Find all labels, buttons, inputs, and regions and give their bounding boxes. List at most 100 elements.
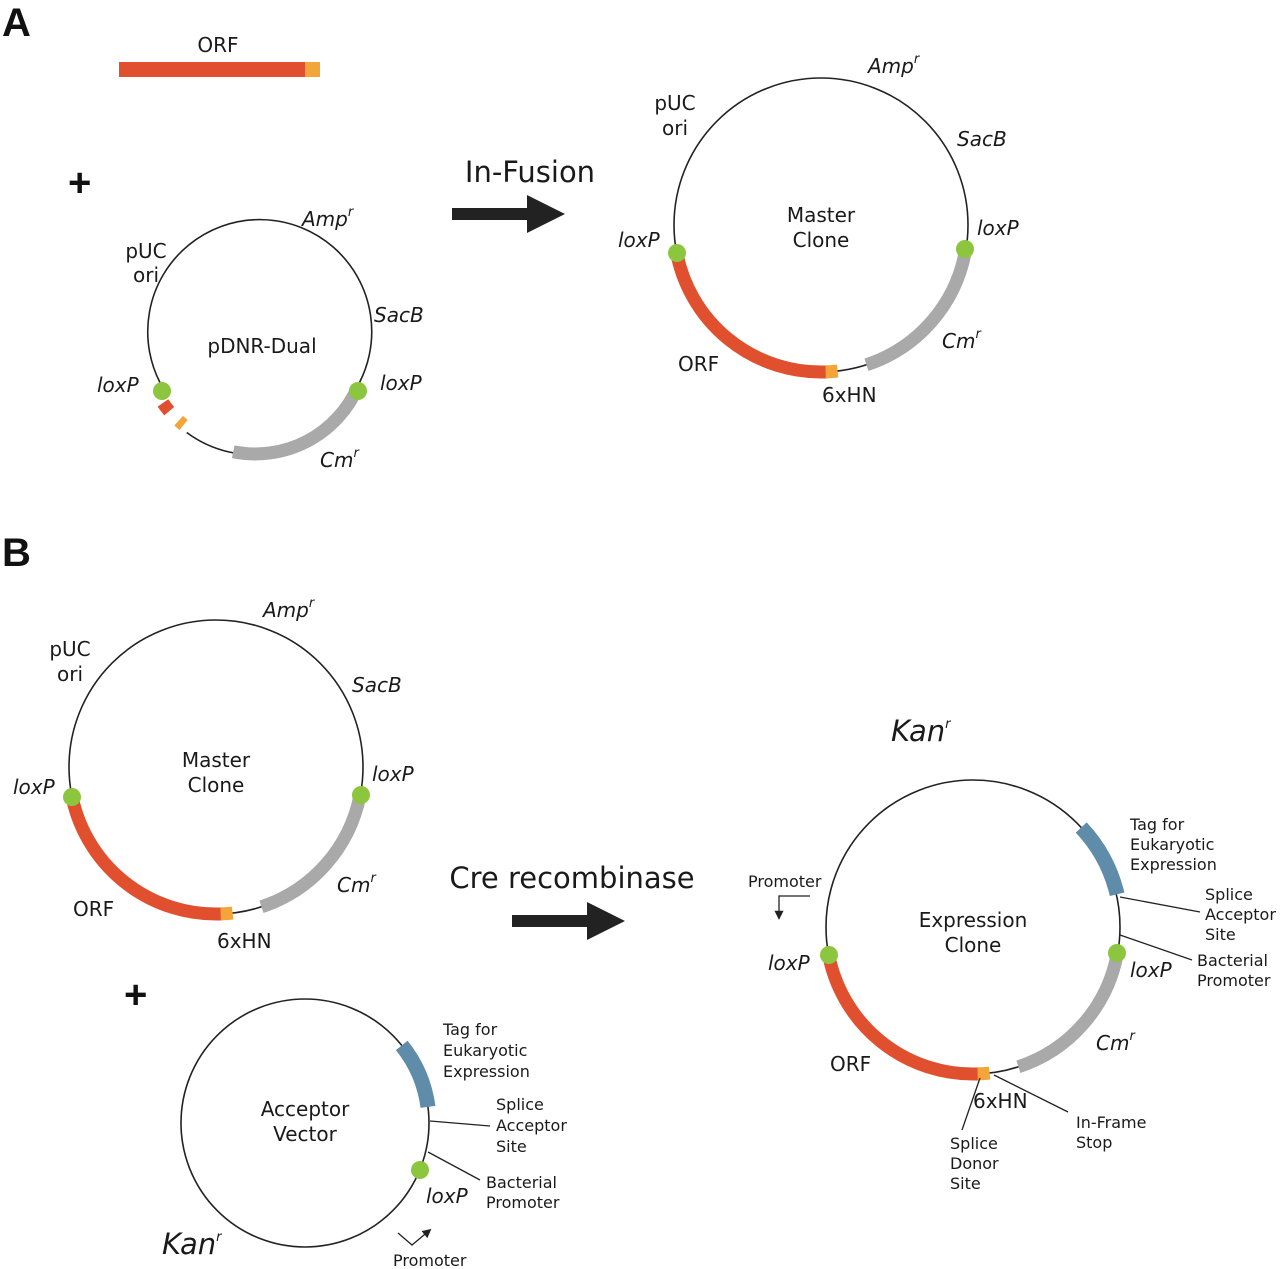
- pdnr-cm-label: Cmr: [320, 446, 360, 472]
- master-a-name-line1: Master: [787, 203, 856, 227]
- expression-tag-line2: Eukaryotic: [1130, 835, 1214, 854]
- master-b-orf-segment: [64, 790, 223, 921]
- expression-splice-line1: Splice: [1205, 885, 1253, 904]
- in-fusion-label: In-Fusion: [465, 155, 595, 189]
- acceptor-euk-tag-segment: [395, 1040, 436, 1109]
- expression-stop-leader: [993, 1074, 1069, 1113]
- expression-tag-segment: [977, 1066, 991, 1081]
- master-a-loxp-left-label: loxP: [618, 228, 661, 252]
- master-b-loxp-right-site: [352, 786, 370, 804]
- pdnr-orf-stub: [157, 399, 175, 416]
- expression-donor-leader: [961, 1077, 981, 1131]
- expression-loxp-left-label: loxP: [768, 951, 811, 975]
- expression-promoter-arrow: [774, 895, 810, 920]
- acceptor-backbone: [180, 998, 430, 1248]
- acceptor-vector: Acceptor Vector Tag for Eukaryotic Expre…: [162, 998, 567, 1269]
- panel-b-plus: +: [124, 973, 147, 1017]
- expression-bact-line1: Bacterial: [1197, 951, 1268, 970]
- acceptor-tag-line3: Expression: [443, 1062, 530, 1081]
- cre-recombinase-arrow: [512, 902, 625, 940]
- expression-orf-label: ORF: [830, 1052, 871, 1076]
- master-a-name-line2: Clone: [793, 228, 850, 252]
- panel-b-letter: B: [2, 531, 31, 575]
- master-a-loxp-right-label: loxP: [977, 216, 1020, 240]
- master-b-loxp-right-label: loxP: [372, 762, 415, 786]
- expression-orf-segment: [821, 950, 980, 1081]
- pdnr-loxp-left-site: [153, 382, 171, 400]
- linear-orf-bar: [119, 62, 309, 77]
- linear-orf-label: ORF: [197, 33, 238, 57]
- pdnr-cm-segment: [231, 384, 364, 461]
- master-b-sacb-label: SacB: [352, 673, 402, 697]
- master-b-puc-line2: ori: [57, 662, 83, 686]
- acceptor-loxp-label: loxP: [426, 1184, 469, 1208]
- pdnr-loxp-right-label: loxP: [380, 371, 423, 395]
- pdnr-tag-stub: [174, 415, 188, 430]
- master-a-puc-line2: ori: [662, 116, 688, 140]
- pdnr-name: pDNR-Dual: [207, 334, 316, 358]
- expression-cm-label: Cmr: [1096, 1029, 1136, 1055]
- master-a-cm-label: Cmr: [942, 327, 982, 353]
- cre-recombinase-label: Cre recombinase: [449, 861, 694, 895]
- in-fusion-arrow: [452, 195, 565, 233]
- acceptor-splice-line3: Site: [496, 1137, 527, 1156]
- pdnr-loxp-right-site: [349, 382, 367, 400]
- master-a-loxp-left-site: [668, 244, 686, 262]
- master-b-cm-label: Cmr: [337, 871, 377, 897]
- master-b-amp-label: Ampr: [261, 596, 316, 622]
- pdnr-dual-plasmid: pDNR-Dual Ampr pUC ori SacB loxP loxP Cm…: [97, 205, 424, 472]
- master-b-loxp-left-label: loxP: [13, 775, 56, 799]
- acceptor-splice-leader: [429, 1120, 491, 1127]
- master-b-orf-label: ORF: [73, 897, 114, 921]
- pdnr-puc-label-line1: pUC: [125, 239, 166, 263]
- master-b-name-line1: Master: [182, 748, 251, 772]
- pdnr-loxp-left-label: loxP: [97, 373, 140, 397]
- expression-stop-line2: Stop: [1076, 1133, 1112, 1152]
- expression-bact-line2: Promoter: [1197, 971, 1271, 990]
- panel-b: B Master Clone Ampr pUC ori SacB loxP lo…: [2, 531, 1276, 1269]
- pdnr-puc-label-line2: ori: [133, 263, 159, 287]
- acceptor-splice-line2: Acceptor: [496, 1116, 567, 1135]
- master-b-name-line2: Clone: [188, 773, 245, 797]
- master-a-orf-label: ORF: [678, 352, 719, 376]
- acceptor-bact-line1: Bacterial: [486, 1173, 557, 1192]
- master-a-hn-label: 6xHN: [822, 383, 877, 407]
- master-b-tag-segment: [220, 906, 234, 921]
- acceptor-tag-line2: Eukaryotic: [443, 1041, 527, 1060]
- pdnr-amp-label: Ampr: [300, 205, 355, 231]
- panel-a-letter: A: [2, 1, 31, 45]
- expression-splice-leader: [1119, 896, 1201, 913]
- master-b-puc-line1: pUC: [49, 637, 90, 661]
- acceptor-splice-line1: Splice: [496, 1095, 544, 1114]
- master-clone-a: Master Clone Ampr pUC ori SacB loxP loxP…: [618, 52, 1020, 407]
- acceptor-kan-label: Kanr: [162, 1227, 223, 1261]
- master-b-hn-label: 6xHN: [217, 929, 272, 953]
- expression-stop-line1: In-Frame: [1076, 1113, 1146, 1132]
- acceptor-bacterial-leader: [427, 1151, 481, 1181]
- master-a-tag-segment: [825, 364, 839, 379]
- master-a-loxp-right-site: [956, 240, 974, 258]
- expression-tag-line1: Tag for: [1129, 815, 1185, 834]
- master-clone-b: Master Clone Ampr pUC ori SacB loxP loxP…: [13, 596, 415, 953]
- master-a-amp-label: Ampr: [866, 52, 921, 78]
- master-a-orf-segment: [669, 248, 828, 379]
- master-a-sacb-label: SacB: [957, 127, 1007, 151]
- panel-a: A ORF + pDNR-Dual Ampr pUC ori SacB loxP…: [2, 1, 1020, 472]
- acceptor-tag-line1: Tag for: [442, 1020, 498, 1039]
- master-b-cm-segment: [259, 793, 367, 913]
- expression-donor-line3: Site: [950, 1174, 981, 1193]
- acceptor-promoter-arrow: [397, 1228, 432, 1246]
- expression-tag-line3: Expression: [1130, 855, 1217, 874]
- expression-splice-line2: Acceptor: [1205, 905, 1276, 924]
- expression-loxp-right-site: [1108, 944, 1126, 962]
- acceptor-loxp-site: [411, 1161, 429, 1179]
- expression-euk-tag-segment: [1075, 822, 1125, 897]
- expression-kan-label: Kanr: [891, 714, 952, 748]
- linear-orf-tag: [305, 62, 320, 77]
- acceptor-bact-line2: Promoter: [486, 1193, 560, 1212]
- expression-promoter-label: Promoter: [748, 872, 822, 891]
- acceptor-promoter-label: Promoter: [393, 1251, 467, 1269]
- expression-bacterial-leader: [1119, 934, 1193, 961]
